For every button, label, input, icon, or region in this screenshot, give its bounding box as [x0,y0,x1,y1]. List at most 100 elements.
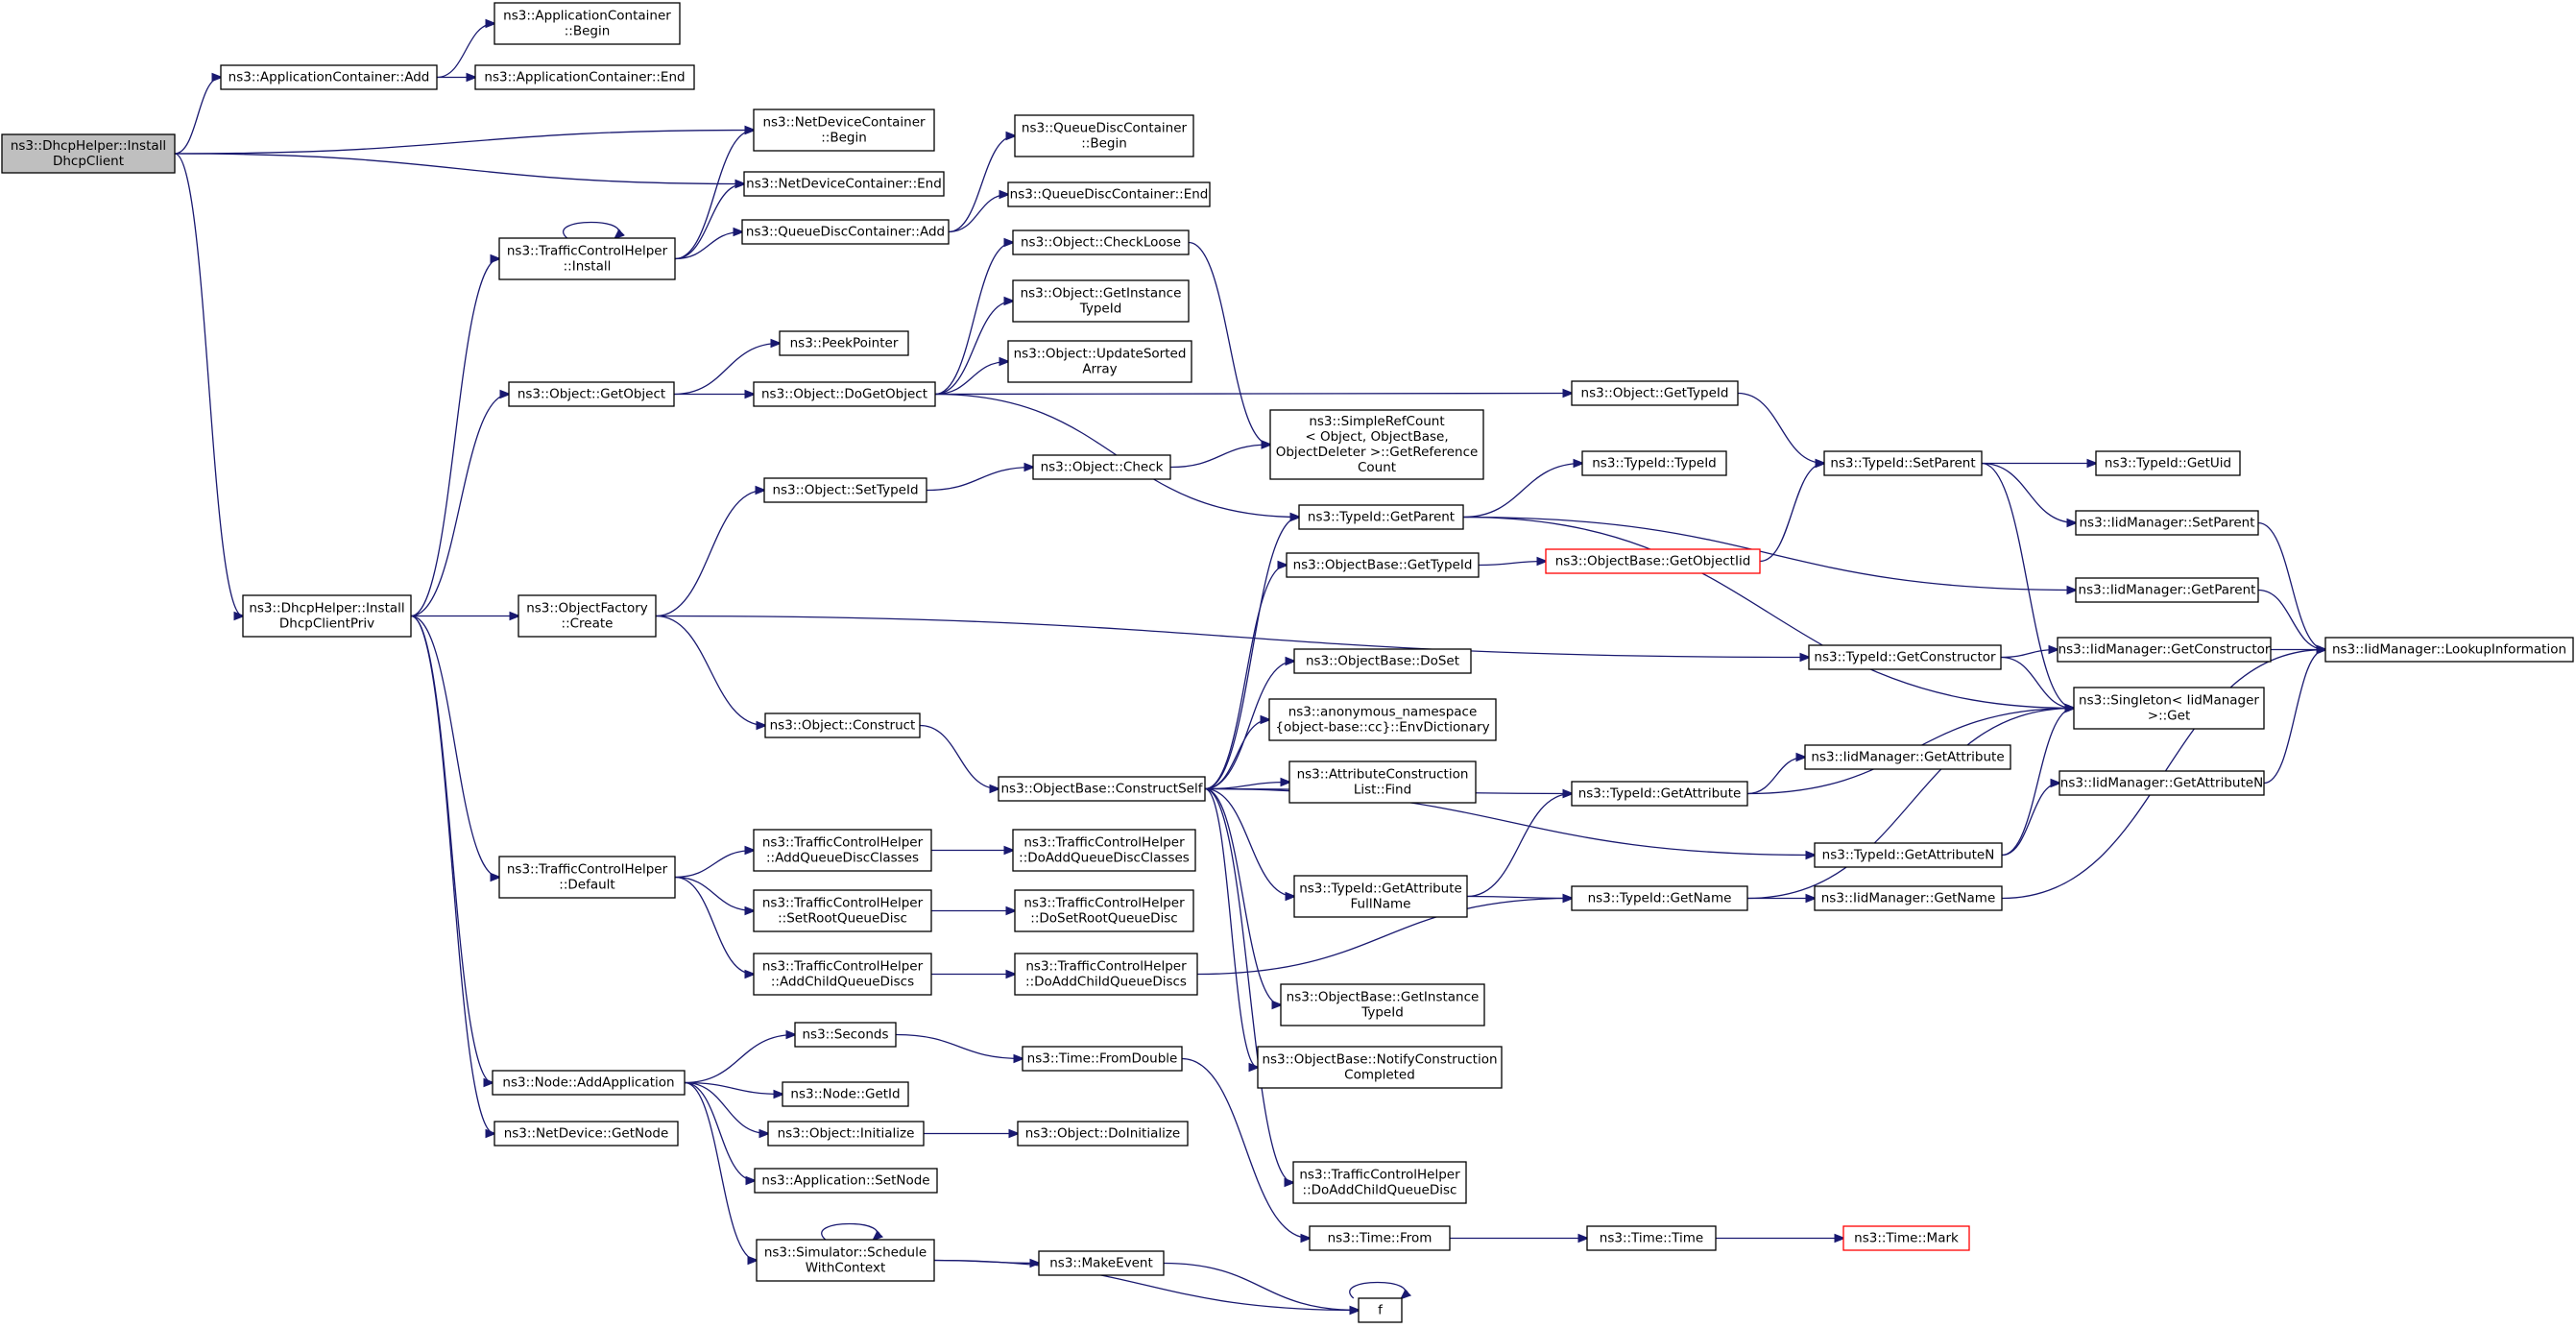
node-tid-get-name[interactable]: ns3::TypeId::GetName [1571,885,1748,911]
node-obj-do-initialize[interactable]: ns3::Object::DoInitialize [1017,1121,1189,1147]
node-box [763,477,927,503]
call-edge-sim-schedule-to-sim-schedule [821,1222,878,1241]
node-tid-get-attribute-n[interactable]: ns3::TypeId::GetAttributeN [1814,842,2003,868]
call-edge-obj-do-get-object-to-obj-get-type-id [934,394,1572,395]
node-time-from[interactable]: ns3::Time::From [1309,1225,1451,1251]
node-obj-get-object[interactable]: ns3::Object::GetObject [508,381,675,407]
call-edge-of-create-to-tid-get-constructor [655,615,1809,658]
node-iid-get-parent[interactable]: ns3::IidManager::GetParent [2075,577,2259,603]
node-label: ns3::ObjectBase::GetObjectIid [1555,554,1751,569]
node-iid-set-parent[interactable]: ns3::IidManager::SetParent [2075,510,2259,536]
node-tid-type-id[interactable]: ns3::TypeId::TypeId [1581,450,1727,476]
node-tid-get-attribute[interactable]: ns3::TypeId::GetAttribute [1571,781,1748,807]
node-box [1022,1046,1183,1072]
node-ob-construct-self[interactable]: ns3::ObjectBase::ConstructSelf [998,776,1206,802]
node-ob-notify-cc[interactable]: ns3::ObjectBase::NotifyConstructionCompl… [1257,1046,1503,1089]
node-node-add-app[interactable]: ns3::Node::AddApplication [492,1070,686,1096]
node-tid-get-parent[interactable]: ns3::TypeId::GetParent [1298,504,1464,530]
node-time-from-double[interactable]: ns3::Time::FromDouble [1022,1046,1183,1072]
node-iid-get-constructor[interactable]: ns3::IidManager::GetConstructor [2057,637,2272,663]
call-edge-root-to-ndc-end [174,153,744,184]
node-iid-get-attribute-n[interactable]: ns3::IidManager::GetAttributeN [2058,770,2265,796]
node-app-end[interactable]: ns3::ApplicationContainer::End [474,64,695,90]
node-box [1571,380,1739,406]
call-edge-tid-get-name-to-singleton-get [1746,709,2074,900]
node-tch-do-set-root-qd[interactable]: ns3::TrafficControlHelper::DoSetRootQueu… [1014,889,1194,932]
node-singleton-get[interactable]: ns3::Singleton< IidManager>::Get [2073,687,2265,730]
node-box [753,829,932,872]
node-iid-get-attribute[interactable]: ns3::IidManager::GetAttribute [1804,744,2011,770]
node-box [1007,181,1211,207]
node-tch-add-child-qds[interactable]: ns3::TrafficControlHelper::AddChildQueue… [753,953,932,996]
node-label: ns3::QueueDiscContainer::End [1010,187,1209,203]
node-label: < Object, ObjectBase, [1305,429,1448,445]
node-tch-do-add-qd-classes[interactable]: ns3::TrafficControlHelper::DoAddQueueDis… [1012,829,1196,872]
node-seconds[interactable]: ns3::Seconds [794,1022,897,1048]
node-label: ns3::Object::DoInitialize [1025,1126,1181,1142]
node-ndc-begin[interactable]: ns3::NetDeviceContainer::Begin [753,109,935,152]
node-f[interactable]: f [1358,1297,1403,1323]
node-label: ns3::IidManager::GetName [1821,891,1996,906]
node-ndc-end[interactable]: ns3::NetDeviceContainer::End [743,171,945,197]
call-edge-ob-construct-self-to-tid-get-attr-full-name [1204,787,1294,897]
node-obj-get-type-id[interactable]: ns3::Object::GetTypeId [1571,380,1739,406]
node-box [753,953,932,996]
node-of-create[interactable]: ns3::ObjectFactory::Create [518,594,657,638]
node-obj-do-get-object[interactable]: ns3::Object::DoGetObject [753,381,936,407]
node-box [494,2,681,45]
call-edge-obj-do-get-object-to-obj-get-inst-tid [934,302,1013,396]
node-label: ns3::TypeId::TypeId [1592,456,1717,471]
node-obj-initialize[interactable]: ns3::Object::Initialize [767,1121,925,1147]
node-nd-get-node[interactable]: ns3::NetDevice::GetNode [494,1121,679,1147]
node-time-time[interactable]: ns3::Time::Time [1586,1225,1717,1251]
node-iid-lookup[interactable]: ns3::IidManager::LookupInformation [2324,637,2574,663]
node-anon-env-dict[interactable]: ns3::anonymous_namespace{object-base::cc… [1268,698,1497,741]
node-tch-do-add-child-qd[interactable]: ns3::TrafficControlHelper::DoAddChildQue… [1292,1161,1467,1204]
node-iid-get-name[interactable]: ns3::IidManager::GetName [1814,885,2003,911]
node-label: ::Begin [821,131,867,146]
node-app-begin[interactable]: ns3::ApplicationContainer::Begin [494,2,681,45]
node-obj-check-loose[interactable]: ns3::Object::CheckLoose [1012,229,1190,255]
node-obj-set-type-id[interactable]: ns3::Object::SetTypeId [763,477,927,503]
call-edge-ob-construct-self-to-anon-env-dict [1204,720,1269,790]
node-app-set-node[interactable]: ns3::Application::SetNode [754,1168,938,1194]
node-tch-install[interactable]: ns3::TrafficControlHelper::Install [498,237,676,280]
node-box [779,330,909,356]
node-tch-default[interactable]: ns3::TrafficControlHelper::Default [498,856,676,899]
call-edge-dhcp-priv-to-tch-default [410,615,499,878]
node-tid-get-uid[interactable]: ns3::TypeId::GetUid [2095,450,2241,476]
node-obj-check[interactable]: ns3::Object::Check [1032,454,1171,480]
node-qdc-end[interactable]: ns3::QueueDiscContainer::End [1007,181,1211,207]
node-qdc-add[interactable]: ns3::QueueDiscContainer::Add [741,219,950,245]
node-tid-get-constructor[interactable]: ns3::TypeId::GetConstructor [1808,644,2002,670]
node-tid-set-parent[interactable]: ns3::TypeId::SetParent [1823,450,1983,476]
call-edge-ob-construct-self-to-ob-get-inst-tid [1204,787,1281,1005]
node-box [2075,510,2259,536]
node-src-get-ref[interactable]: ns3::SimpleRefCount< Object, ObjectBase,… [1269,409,1484,480]
node-box [998,776,1206,802]
node-peek-pointer[interactable]: ns3::PeekPointer [779,330,909,356]
node-qdc-begin[interactable]: ns3::QueueDiscContainer::Begin [1014,114,1194,157]
node-ob-get-type-id[interactable]: ns3::ObjectBase::GetTypeId [1286,552,1480,578]
node-time-mark[interactable]: ns3::Time::Mark [1842,1225,1970,1251]
node-ob-do-set[interactable]: ns3::ObjectBase::DoSet [1293,648,1472,674]
node-node-get-id[interactable]: ns3::Node::GetId [782,1081,909,1107]
node-tch-set-root-qd[interactable]: ns3::TrafficControlHelper::SetRootQueueD… [753,889,932,932]
call-edge-tid-get-attribute-n-to-singleton-get [2001,709,2074,857]
node-make-event[interactable]: ns3::MakeEvent [1038,1250,1165,1276]
node-box [1823,450,1983,476]
node-obj-construct[interactable]: ns3::Object::Construct [764,712,921,738]
node-tch-do-add-child-qds[interactable]: ns3::TrafficControlHelper::DoAddChildQue… [1014,953,1198,996]
node-tch-add-qd-classes[interactable]: ns3::TrafficControlHelper::AddQueueDiscC… [753,829,932,872]
node-ob-get-object-iid[interactable]: ns3::ObjectBase::GetObjectIid [1545,548,1761,574]
node-app-add[interactable]: ns3::ApplicationContainer::Add [220,64,438,90]
